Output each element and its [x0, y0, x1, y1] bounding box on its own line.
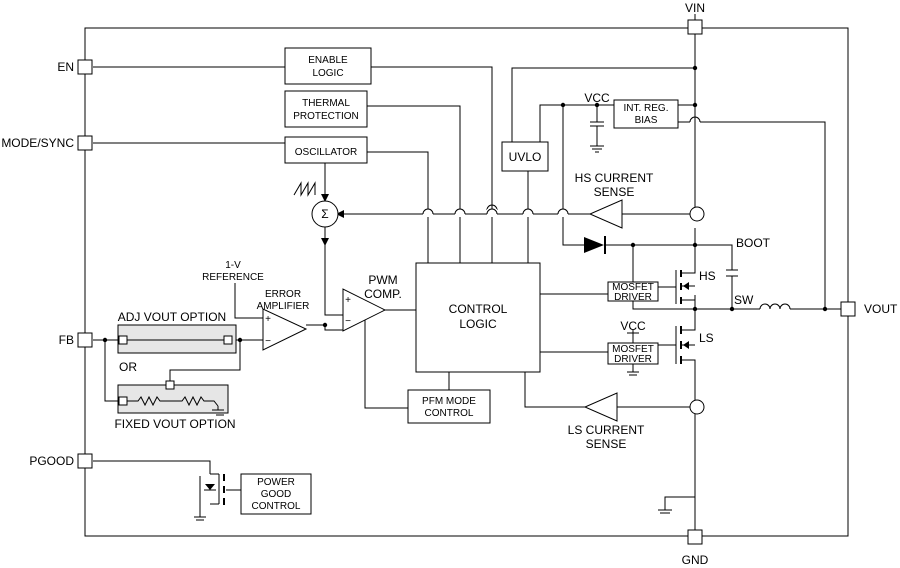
ls-current-sense-amp [583, 392, 705, 422]
boot-diode-icon [584, 236, 606, 254]
control-logic-block: CONTROL LOGIC [415, 262, 541, 373]
pin-vin-label: VIN [685, 1, 705, 15]
summing-node-symbol: Σ [321, 207, 328, 221]
pin-vout: VOUT [840, 301, 898, 317]
pfm-mode-control-block: PFM MODE CONTROL [407, 389, 491, 424]
uvlo-block: UVLO [501, 141, 549, 172]
pin-en-label: EN [57, 60, 74, 74]
pin-mode-sync: MODE/SYNC [1, 135, 93, 151]
sw-label: SW [734, 293, 754, 307]
reference-line1: 1-V [225, 260, 241, 271]
or-label: OR [119, 360, 137, 374]
pin-vin: VIN [685, 1, 705, 35]
int-reg-bias-block: INT. REG. BIAS [613, 99, 679, 129]
error-amp-minus: − [265, 336, 271, 347]
ls-current-sense-line2: SENSE [586, 437, 627, 451]
summing-node: Σ [311, 200, 339, 228]
pin-fb: FB [59, 332, 93, 348]
inductor-icon [759, 303, 791, 310]
pgood-line1: POWER [257, 477, 295, 488]
hs-label: HS [699, 269, 716, 283]
adj-vout-option [117, 324, 237, 354]
pwm-plus: + [345, 295, 351, 306]
fixed-vout-option [117, 380, 229, 414]
enable-logic-line2: LOGIC [312, 68, 343, 79]
hs-current-sense-amp [588, 199, 705, 229]
pin-pgood-label: PGOOD [29, 454, 74, 468]
error-amplifier-line2: AMPLIFIER [257, 301, 310, 312]
pin-en: EN [57, 59, 93, 75]
pwm-minus: − [345, 316, 351, 327]
ls-driver-line2: DRIVER [614, 354, 652, 365]
pin-mode-sync-label: MODE/SYNC [1, 136, 74, 150]
power-good-control-block: POWER GOOD CONTROL [240, 473, 312, 515]
pgood-mosfet-icon [204, 474, 225, 505]
thermal-protection-block: THERMAL PROTECTION [284, 90, 368, 128]
int-reg-line2: BIAS [635, 115, 658, 126]
pin-pgood: PGOOD [29, 453, 93, 469]
pfm-line2: CONTROL [425, 408, 474, 419]
oscillator-block: OSCILLATOR [284, 136, 368, 164]
ls-mosfet-driver-block: MOSFET DRIVER [607, 342, 659, 365]
control-logic-line2: LOGIC [459, 317, 497, 331]
pin-fb-label: FB [59, 333, 74, 347]
adj-vout-option-label: ADJ VOUT OPTION [118, 310, 226, 324]
control-logic-line1: CONTROL [449, 302, 508, 316]
ls-mosfet-icon [675, 324, 696, 366]
pin-gnd-label: GND [682, 553, 709, 567]
wire-crossings [422, 208, 569, 217]
pgood-line2: GOOD [261, 489, 292, 500]
vcc-ls-label: VCC [620, 319, 646, 333]
hs-mosfet-icon [675, 270, 696, 304]
boot-label: BOOT [736, 236, 771, 250]
error-amp-plus: + [265, 314, 271, 325]
enable-logic-block: ENABLE LOGIC [284, 47, 372, 85]
hs-driver-line2: DRIVER [614, 292, 652, 303]
pfm-line1: PFM MODE [422, 396, 476, 407]
ls-label: LS [699, 331, 714, 345]
pwm-comp-line2: COMP. [364, 287, 402, 301]
thermal-line2: PROTECTION [293, 111, 359, 122]
pin-gnd: GND [682, 529, 709, 567]
sawtooth-icon [293, 181, 316, 197]
pwm-comparator: + − [342, 288, 387, 332]
ls-current-sense-line1: LS CURRENT [568, 423, 645, 437]
pgood-line3: CONTROL [252, 501, 301, 512]
hs-driver-line1: MOSFET [612, 282, 654, 293]
hs-current-sense-line2: SENSE [594, 185, 635, 199]
hs-current-sense-line1: HS CURRENT [575, 171, 654, 185]
thermal-line1: THERMAL [302, 98, 350, 109]
reference-line2: REFERENCE [202, 272, 264, 283]
fixed-vout-option-label: FIXED VOUT OPTION [114, 417, 235, 431]
enable-logic-line1: ENABLE [308, 55, 348, 66]
pwm-comp-line1: PWM [368, 273, 397, 287]
error-amplifier-line1: ERROR [265, 289, 301, 300]
hs-mosfet-driver-block: MOSFET DRIVER [607, 281, 659, 303]
uvlo-label: UVLO [509, 150, 542, 164]
error-amplifier: + − [262, 308, 308, 351]
ls-driver-line1: MOSFET [612, 344, 654, 355]
int-reg-line1: INT. REG. [623, 103, 668, 114]
vcc-top-label: VCC [584, 91, 610, 105]
chip-outline [84, 27, 849, 537]
pin-vout-label: VOUT [864, 302, 898, 316]
oscillator-label: OSCILLATOR [295, 147, 357, 158]
